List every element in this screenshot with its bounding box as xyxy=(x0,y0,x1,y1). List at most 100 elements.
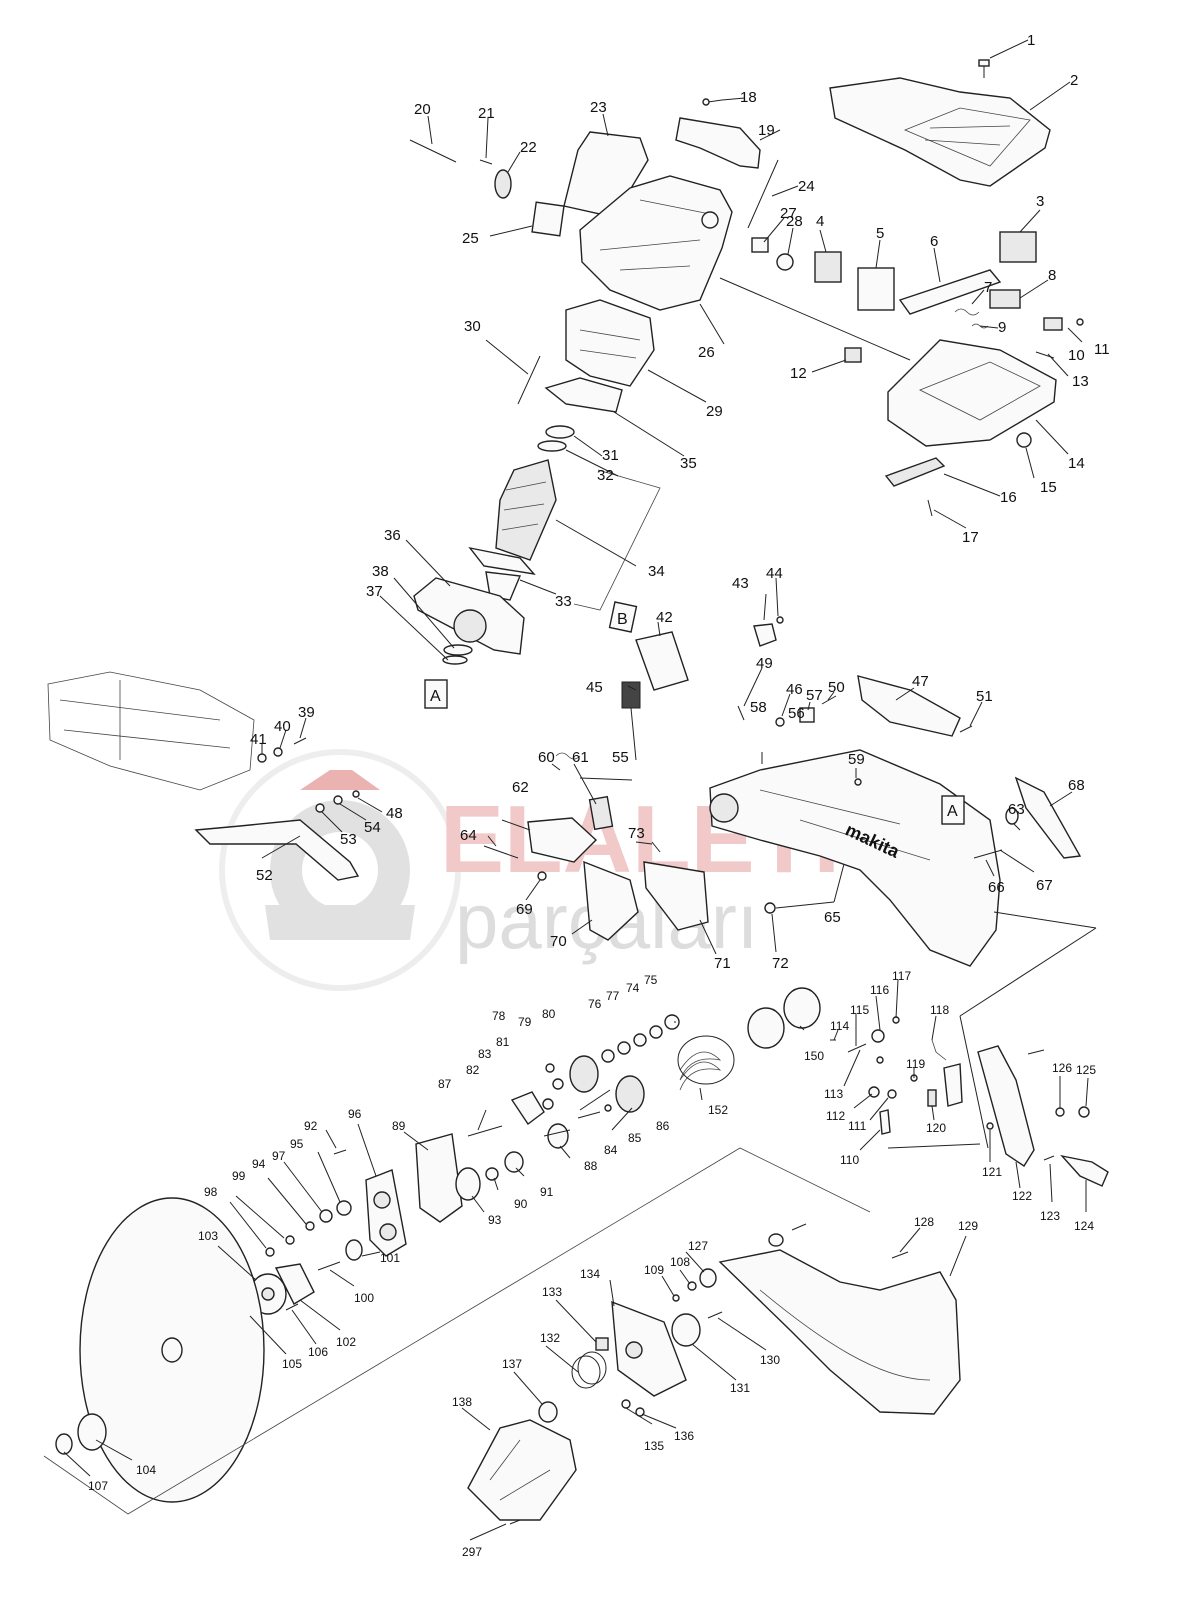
callout: 99 xyxy=(232,1169,246,1183)
part-129-lower-guard xyxy=(718,1249,961,1415)
callout: 39 xyxy=(298,704,315,721)
part-50-screw xyxy=(821,695,837,705)
callout: 3 xyxy=(1036,193,1044,210)
callout: 37 xyxy=(366,583,383,600)
callout: 88 xyxy=(584,1159,598,1173)
marker-a-top-text: A xyxy=(430,688,441,705)
callout: 116 xyxy=(870,983,889,997)
part-61-plate xyxy=(588,795,614,831)
callout: 15 xyxy=(1040,479,1057,496)
marker-a-top: A xyxy=(424,679,448,709)
marker-a-middle-text: A xyxy=(947,803,958,820)
part-26-housing xyxy=(579,175,733,311)
callout: 43 xyxy=(732,575,749,592)
callout: 127 xyxy=(688,1239,708,1253)
part-131-link xyxy=(671,1313,701,1347)
callout: 75 xyxy=(644,973,658,987)
part-122-lever xyxy=(977,1045,1035,1167)
callout: 67 xyxy=(1036,877,1053,894)
callout: 51 xyxy=(976,688,993,705)
callout: 111 xyxy=(848,1119,867,1133)
part-132-spring xyxy=(571,1351,607,1389)
part-118-cable xyxy=(931,1039,963,1107)
callout: 29 xyxy=(706,403,723,420)
callout: 92 xyxy=(304,1119,318,1133)
part-35-baffle xyxy=(544,377,623,413)
blade-group-bracket xyxy=(43,1147,871,1515)
callout: 102 xyxy=(336,1335,356,1349)
callout: 73 xyxy=(628,825,645,842)
callout: 94 xyxy=(252,1157,266,1171)
callout: 13 xyxy=(1072,373,1089,390)
callout: 86 xyxy=(656,1119,670,1133)
callout: 14 xyxy=(1068,455,1085,472)
part-20-cord xyxy=(409,139,457,163)
callout-numbers: 1 2 3 4 5 6 7 8 9 10 11 12 13 14 15 16 1… xyxy=(88,32,1110,1559)
part-96-gear-cover xyxy=(365,1169,407,1257)
callout: 65 xyxy=(824,909,841,926)
part-24-bolt xyxy=(747,159,779,229)
callout: 97 xyxy=(272,1149,286,1163)
callout: 85 xyxy=(628,1131,642,1145)
leader-lines xyxy=(63,39,1097,1541)
callout: 66 xyxy=(988,879,1005,896)
callout: 128 xyxy=(914,1215,934,1229)
part-87-spindle xyxy=(467,1125,503,1137)
callout: 54 xyxy=(364,819,381,836)
callout: 62 xyxy=(512,779,529,796)
part-1-screw xyxy=(978,59,990,78)
callout: 16 xyxy=(1000,489,1017,506)
callout: 22 xyxy=(520,139,537,156)
callout: 124 xyxy=(1074,1219,1094,1233)
callout: 48 xyxy=(386,805,403,822)
part-70-guard xyxy=(583,860,639,941)
part-62-bracket xyxy=(527,817,598,863)
part-15-screw xyxy=(1016,432,1032,448)
part-2-handle-cover xyxy=(829,77,1051,187)
part-27-28-washers xyxy=(751,237,794,271)
callout: 58 xyxy=(750,699,767,716)
part-47-guard-cover xyxy=(857,675,961,737)
callout: 123 xyxy=(1040,1209,1060,1223)
callout: 64 xyxy=(460,827,477,844)
part-42-spindle-sleeve xyxy=(635,631,689,691)
bracket-32-33 xyxy=(573,469,661,611)
callout: 72 xyxy=(772,955,789,972)
callout: 109 xyxy=(644,1263,664,1277)
callout: 79 xyxy=(518,1015,532,1029)
part-45-knob xyxy=(621,681,641,761)
callout: 12 xyxy=(790,365,807,382)
part-134-plate xyxy=(611,1300,687,1397)
part-90-91-93-bearings xyxy=(455,1151,524,1201)
callout: 23 xyxy=(590,99,607,116)
part-guard-screws-top xyxy=(768,1223,807,1247)
callout: 41 xyxy=(250,731,267,748)
part-84-85-shaft xyxy=(577,1104,612,1119)
callout: 117 xyxy=(892,969,911,983)
part-33-fan xyxy=(485,571,522,601)
part-8-block xyxy=(989,289,1021,309)
callout: 81 xyxy=(496,1035,510,1049)
part-88-bearing xyxy=(547,1123,569,1149)
callout: 53 xyxy=(340,831,357,848)
part-31-32-bearing xyxy=(537,425,575,452)
callout: 83 xyxy=(478,1047,492,1061)
callout: 132 xyxy=(540,1331,560,1345)
callout: 5 xyxy=(876,225,884,242)
part-37-38-ring xyxy=(442,644,473,665)
part-56-57-58-parts xyxy=(761,707,815,764)
callout: 63 xyxy=(1008,801,1025,818)
part-78-81-83-small-parts xyxy=(542,1063,564,1110)
part-121-screw xyxy=(986,1122,994,1130)
callout: 31 xyxy=(602,447,619,464)
part-49-screw xyxy=(737,705,745,721)
callout: 105 xyxy=(282,1357,302,1371)
callout: 40 xyxy=(274,718,291,735)
part-72-screw xyxy=(764,902,776,914)
callout: 114 xyxy=(830,1019,849,1033)
part-64-pin xyxy=(483,845,519,859)
part-89-gasket xyxy=(415,1133,463,1223)
callout: 47 xyxy=(912,673,929,690)
part-7-9-spring xyxy=(954,308,989,329)
part-25-label xyxy=(531,201,565,237)
